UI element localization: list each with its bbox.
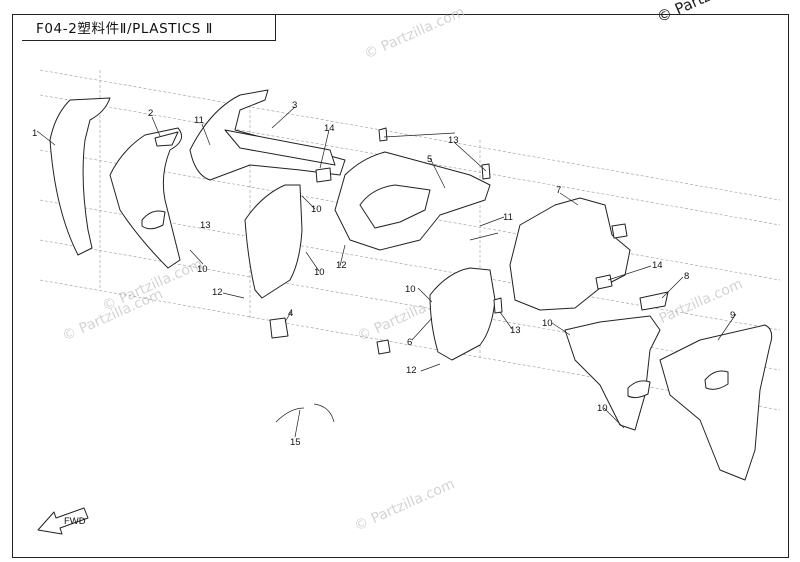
- callout-14: 14: [652, 260, 663, 271]
- side-cowl-vent: [704, 370, 729, 390]
- fwd-arrow: FWD: [37, 507, 89, 535]
- leader-lines: [36, 106, 737, 438]
- callout-12: 12: [406, 365, 417, 376]
- clip-part-13b: [481, 163, 491, 180]
- upper-cover-flap: [224, 129, 336, 166]
- bracket-part-4: [269, 317, 289, 339]
- clip-part-12: [376, 339, 391, 355]
- callout-1: 1: [32, 128, 37, 139]
- callout-10: 10: [311, 204, 322, 215]
- front-cowl-right-vent: [627, 380, 651, 399]
- clip-part-13: [378, 127, 388, 142]
- drawing-frame: [12, 14, 789, 558]
- callout-12: 12: [212, 287, 223, 298]
- fastener-part-14: [595, 274, 613, 290]
- callout-3: 3: [292, 100, 297, 111]
- callout-4: 4: [288, 308, 293, 319]
- front-cowl-part-1: [49, 97, 111, 256]
- callout-2: 2: [148, 108, 153, 119]
- callout-10: 10: [405, 284, 416, 295]
- vent-hole: [141, 210, 166, 230]
- callout-15: 15: [290, 437, 301, 448]
- callout-8: 8: [684, 271, 689, 282]
- callout-10: 10: [314, 267, 325, 278]
- callout-11: 11: [194, 115, 204, 126]
- callout-6: 6: [407, 337, 412, 348]
- callout-10: 10: [597, 403, 608, 414]
- diagram-title: F04-2塑料件Ⅱ/PLASTICS Ⅱ: [22, 14, 276, 41]
- inner-panel-part-4: [244, 184, 303, 299]
- callout-numbers: 1 2 3 4 5 6 7 8 9 10 10 10 10 10 10 11 1…: [32, 100, 735, 448]
- clip-part-13c: [493, 297, 503, 314]
- callout-11: 11: [503, 212, 513, 223]
- side-cowl-part-9: [659, 324, 773, 481]
- grommet-part-2: [154, 131, 179, 147]
- side-panel-part-2: [109, 127, 183, 269]
- front-cowl-right: [564, 315, 661, 431]
- grommet-part-8: [639, 291, 669, 311]
- callout-9: 9: [730, 310, 735, 321]
- title-text: F04-2塑料件Ⅱ/PLASTICS Ⅱ: [36, 21, 214, 37]
- callout-7: 7: [556, 185, 561, 196]
- callout-13: 13: [510, 325, 521, 336]
- trim-strip-part-15b: [313, 403, 335, 423]
- rear-panel-insert: [611, 223, 628, 239]
- fastener-part-14b: [315, 167, 332, 183]
- callout-10: 10: [542, 318, 553, 329]
- callout-13: 13: [448, 135, 459, 146]
- callout-5: 5: [427, 154, 432, 165]
- rear-panel-part-7: [509, 197, 631, 311]
- callout-12: 12: [336, 260, 347, 271]
- trim-strip-part-15: [275, 407, 305, 423]
- fwd-label: FWD: [64, 516, 86, 527]
- lower-panel-part-6: [429, 267, 496, 361]
- center-cover-inner: [359, 184, 431, 229]
- callout-10: 10: [197, 264, 208, 275]
- callout-13: 13: [200, 220, 211, 231]
- callout-14: 14: [324, 123, 335, 134]
